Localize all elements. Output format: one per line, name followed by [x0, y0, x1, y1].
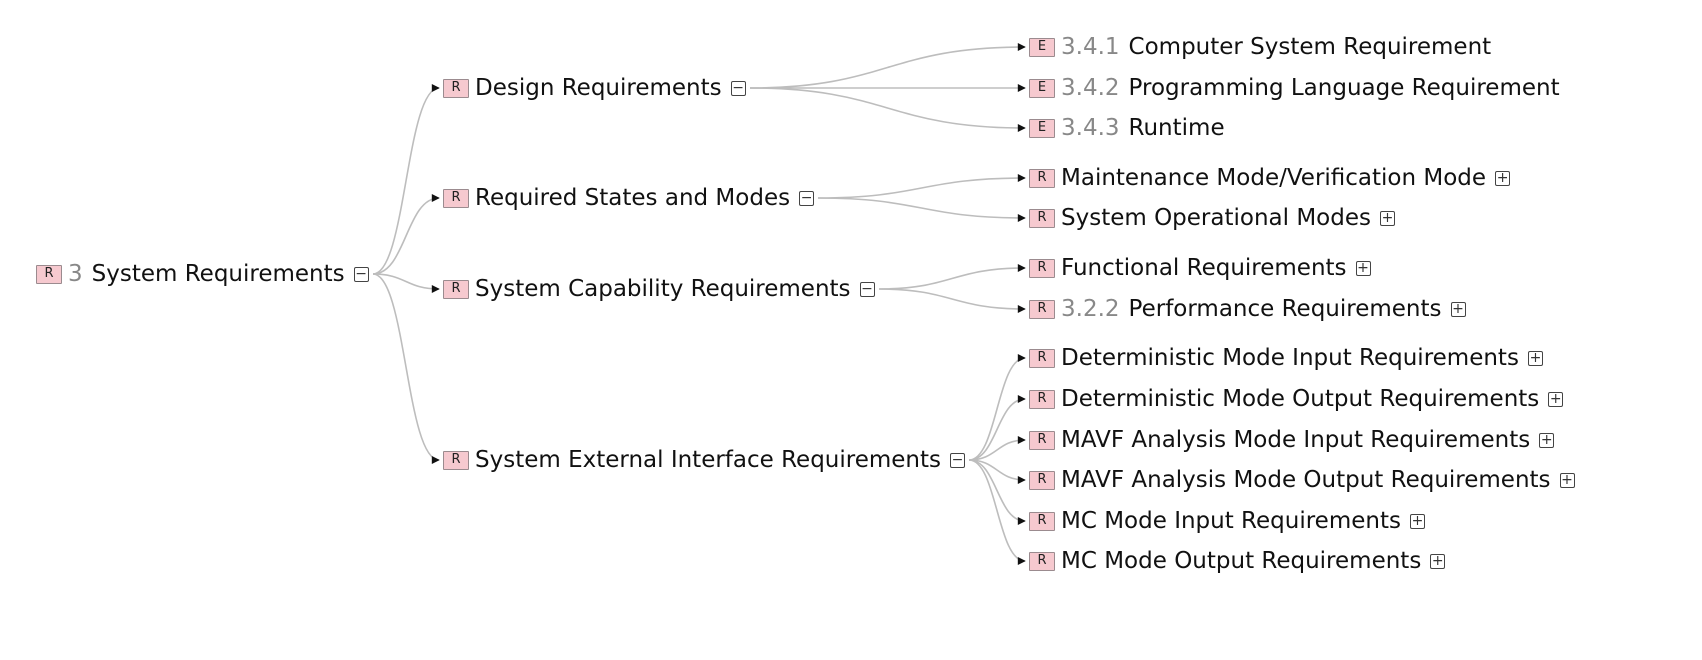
node-label: MC Mode Output Requirements [1061, 548, 1422, 574]
edge-group-to-child [878, 288, 1026, 313]
child-node-performance-requirements[interactable]: R 3.2.2 Performance Requirements + [1029, 295, 1466, 323]
group-node-design-requirements[interactable]: R Design Requirements− [443, 74, 746, 102]
node-label: Functional Requirements [1061, 255, 1347, 281]
node-label: Performance Requirements [1128, 296, 1442, 322]
requirement-type-icon: R [36, 264, 62, 284]
requirement-type-icon: R [1029, 348, 1055, 368]
expand-icon[interactable]: + [1450, 300, 1466, 317]
requirement-number: 3 [68, 261, 83, 287]
edge-group-to-child [968, 436, 1026, 461]
child-node-mc-mode-output-requirements[interactable]: R MC Mode Output Requirements + [1029, 547, 1446, 575]
node-label: System Requirements [91, 261, 345, 287]
edge-group-to-child [968, 459, 1026, 484]
child-node-programming-language-requirement[interactable]: E 3.4.2 Programming Language Requirement [1029, 74, 1560, 102]
requirement-type-icon: R [443, 78, 469, 98]
node-label: Design Requirements [475, 75, 722, 101]
requirement-type-icon: E [1029, 118, 1055, 138]
requirement-type-icon: R [1029, 258, 1055, 278]
child-node-functional-requirements[interactable]: R Functional Requirements + [1029, 254, 1371, 282]
expand-icon[interactable]: + [1495, 169, 1511, 186]
edge-group-to-child [749, 43, 1026, 89]
requirement-type-icon: R [1029, 168, 1055, 188]
child-node-runtime[interactable]: E 3.4.3 Runtime [1029, 114, 1225, 142]
group-node-system-capability-requirements[interactable]: R System Capability Requirements− [443, 275, 875, 303]
edge-group-to-child [968, 395, 1026, 461]
child-node-mc-mode-input-requirements[interactable]: R MC Mode Input Requirements + [1029, 507, 1425, 535]
node-label: System Operational Modes [1061, 205, 1371, 231]
edge-root-to-group [372, 273, 440, 464]
requirement-number: 3.4.1 [1061, 34, 1120, 60]
expand-icon[interactable]: + [1355, 259, 1371, 276]
child-node-mavf-analysis-mode-output-requirements[interactable]: R MAVF Analysis Mode Output Requirements + [1029, 466, 1575, 494]
requirement-number: 3.4.3 [1061, 115, 1120, 141]
requirement-type-icon: R [1029, 511, 1055, 531]
requirement-type-icon: R [1029, 299, 1055, 319]
expand-icon[interactable]: + [1409, 512, 1425, 529]
expand-icon[interactable]: + [1548, 390, 1564, 407]
requirement-type-icon: R [443, 188, 469, 208]
requirement-type-icon: R [443, 450, 469, 470]
edge-root-to-group [372, 273, 440, 293]
edge-root-to-group [372, 84, 440, 275]
node-label: Maintenance Mode/Verification Mode [1061, 165, 1487, 191]
node-label: Deterministic Mode Input Requirements [1061, 345, 1519, 371]
edge-group-to-child [817, 197, 1026, 222]
expand-icon[interactable]: + [1430, 552, 1446, 569]
requirement-number: 3.4.2 [1061, 75, 1120, 101]
edge-group-to-child [878, 264, 1026, 290]
child-node-deterministic-mode-output-requirements[interactable]: R Deterministic Mode Output Requirements + [1029, 385, 1564, 413]
requirement-type-icon: R [1029, 208, 1055, 228]
node-label: Deterministic Mode Output Requirements [1061, 386, 1540, 412]
expand-icon[interactable]: + [1559, 471, 1575, 488]
requirement-type-icon: R [1029, 551, 1055, 571]
child-node-system-operational-modes[interactable]: R System Operational Modes + [1029, 204, 1395, 232]
group-node-system-external-interface-requirements[interactable]: R System External Interface Requirements− [443, 446, 965, 474]
requirement-type-icon: R [1029, 430, 1055, 450]
group-node-required-states-and-modes[interactable]: R Required States and Modes− [443, 184, 815, 212]
child-node-computer-system-requirement[interactable]: E 3.4.1 Computer System Requirement [1029, 33, 1491, 61]
node-label: MC Mode Input Requirements [1061, 508, 1401, 534]
node-label: Computer System Requirement [1128, 34, 1492, 60]
node-label: System External Interface Requirements [475, 447, 941, 473]
requirement-number: 3.2.2 [1061, 296, 1120, 322]
edge-root-to-group [372, 194, 440, 275]
child-node-mavf-analysis-mode-input-requirements[interactable]: R MAVF Analysis Mode Input Requirements + [1029, 426, 1555, 454]
node-label: Runtime [1128, 115, 1225, 141]
child-node-maintenance-mode-verification-mode[interactable]: R Maintenance Mode/Verification Mode + [1029, 164, 1511, 192]
edge-group-to-child [968, 459, 1026, 525]
collapse-icon[interactable]: − [799, 189, 815, 206]
edge-group-to-child [968, 459, 1026, 565]
node-label: MAVF Analysis Mode Output Requirements [1061, 467, 1551, 493]
requirement-type-icon: E [1029, 37, 1055, 57]
expand-icon[interactable]: + [1527, 349, 1543, 366]
node-label: Required States and Modes [475, 185, 791, 211]
collapse-icon[interactable]: − [353, 265, 369, 282]
collapse-icon[interactable]: − [950, 451, 965, 468]
expand-icon[interactable]: + [1539, 431, 1555, 448]
collapse-icon[interactable]: − [859, 280, 875, 297]
expand-icon[interactable]: + [1379, 209, 1395, 226]
requirement-type-icon: E [1029, 78, 1055, 98]
child-node-deterministic-mode-input-requirements[interactable]: R Deterministic Mode Input Requirements + [1029, 344, 1543, 372]
edge-group-to-child [749, 87, 1026, 132]
collapse-icon[interactable]: − [730, 79, 746, 96]
node-label: MAVF Analysis Mode Input Requirements [1061, 427, 1531, 453]
requirement-type-icon: R [1029, 389, 1055, 409]
node-label: System Capability Requirements [475, 276, 851, 302]
node-label: Programming Language Requirement [1128, 75, 1560, 101]
edge-group-to-child [968, 354, 1026, 461]
edge-group-to-child [817, 174, 1026, 199]
requirement-type-icon: R [443, 279, 469, 299]
requirement-type-icon: R [1029, 470, 1055, 490]
